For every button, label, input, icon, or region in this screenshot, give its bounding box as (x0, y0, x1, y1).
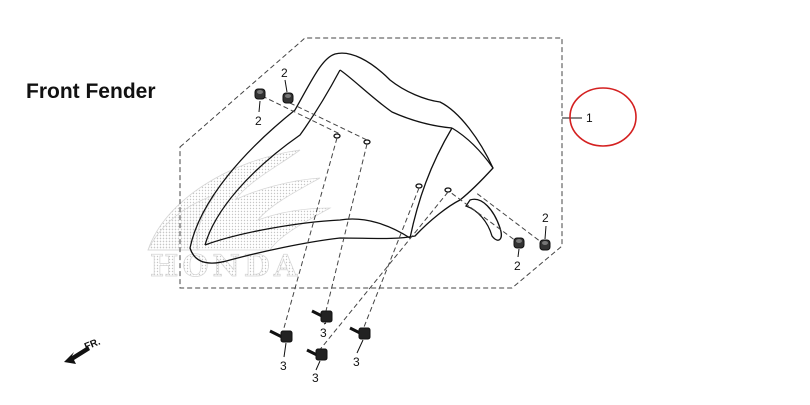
bolt-1 (269, 329, 293, 343)
callout-1: 1 (586, 111, 593, 125)
bolt-3 (349, 326, 371, 340)
honda-wordmark: HONDA (150, 249, 301, 284)
bolt-4 (306, 348, 328, 361)
callout-2-right-b: 2 (514, 259, 521, 273)
callout-3-b: 3 (280, 359, 287, 373)
callout-3-a: 3 (320, 326, 327, 340)
callout-2-top-left-b: 2 (255, 114, 262, 128)
diagram-title: Front Fender (26, 80, 156, 103)
callout-2-top-left-a: 2 (281, 66, 288, 80)
bolt-2 (311, 309, 333, 323)
front-direction-arrow-icon: FR. (64, 336, 102, 364)
assembly-boundary (179, 37, 563, 289)
grommet-nut-left-2 (282, 92, 294, 104)
grommet-nut-left-1 (254, 88, 266, 100)
grommet-nut-right-2 (539, 239, 551, 251)
callout-3-c: 3 (353, 355, 360, 369)
honda-wing-logo: HONDA (147, 149, 332, 284)
callout-2-right-a: 2 (542, 211, 549, 225)
highlight-circle (569, 87, 637, 147)
grommet-nut-right-1 (513, 237, 525, 249)
callout-3-d: 3 (312, 371, 319, 385)
fastener-guide-lines (261, 95, 546, 353)
direction-label: FR. (83, 336, 102, 352)
